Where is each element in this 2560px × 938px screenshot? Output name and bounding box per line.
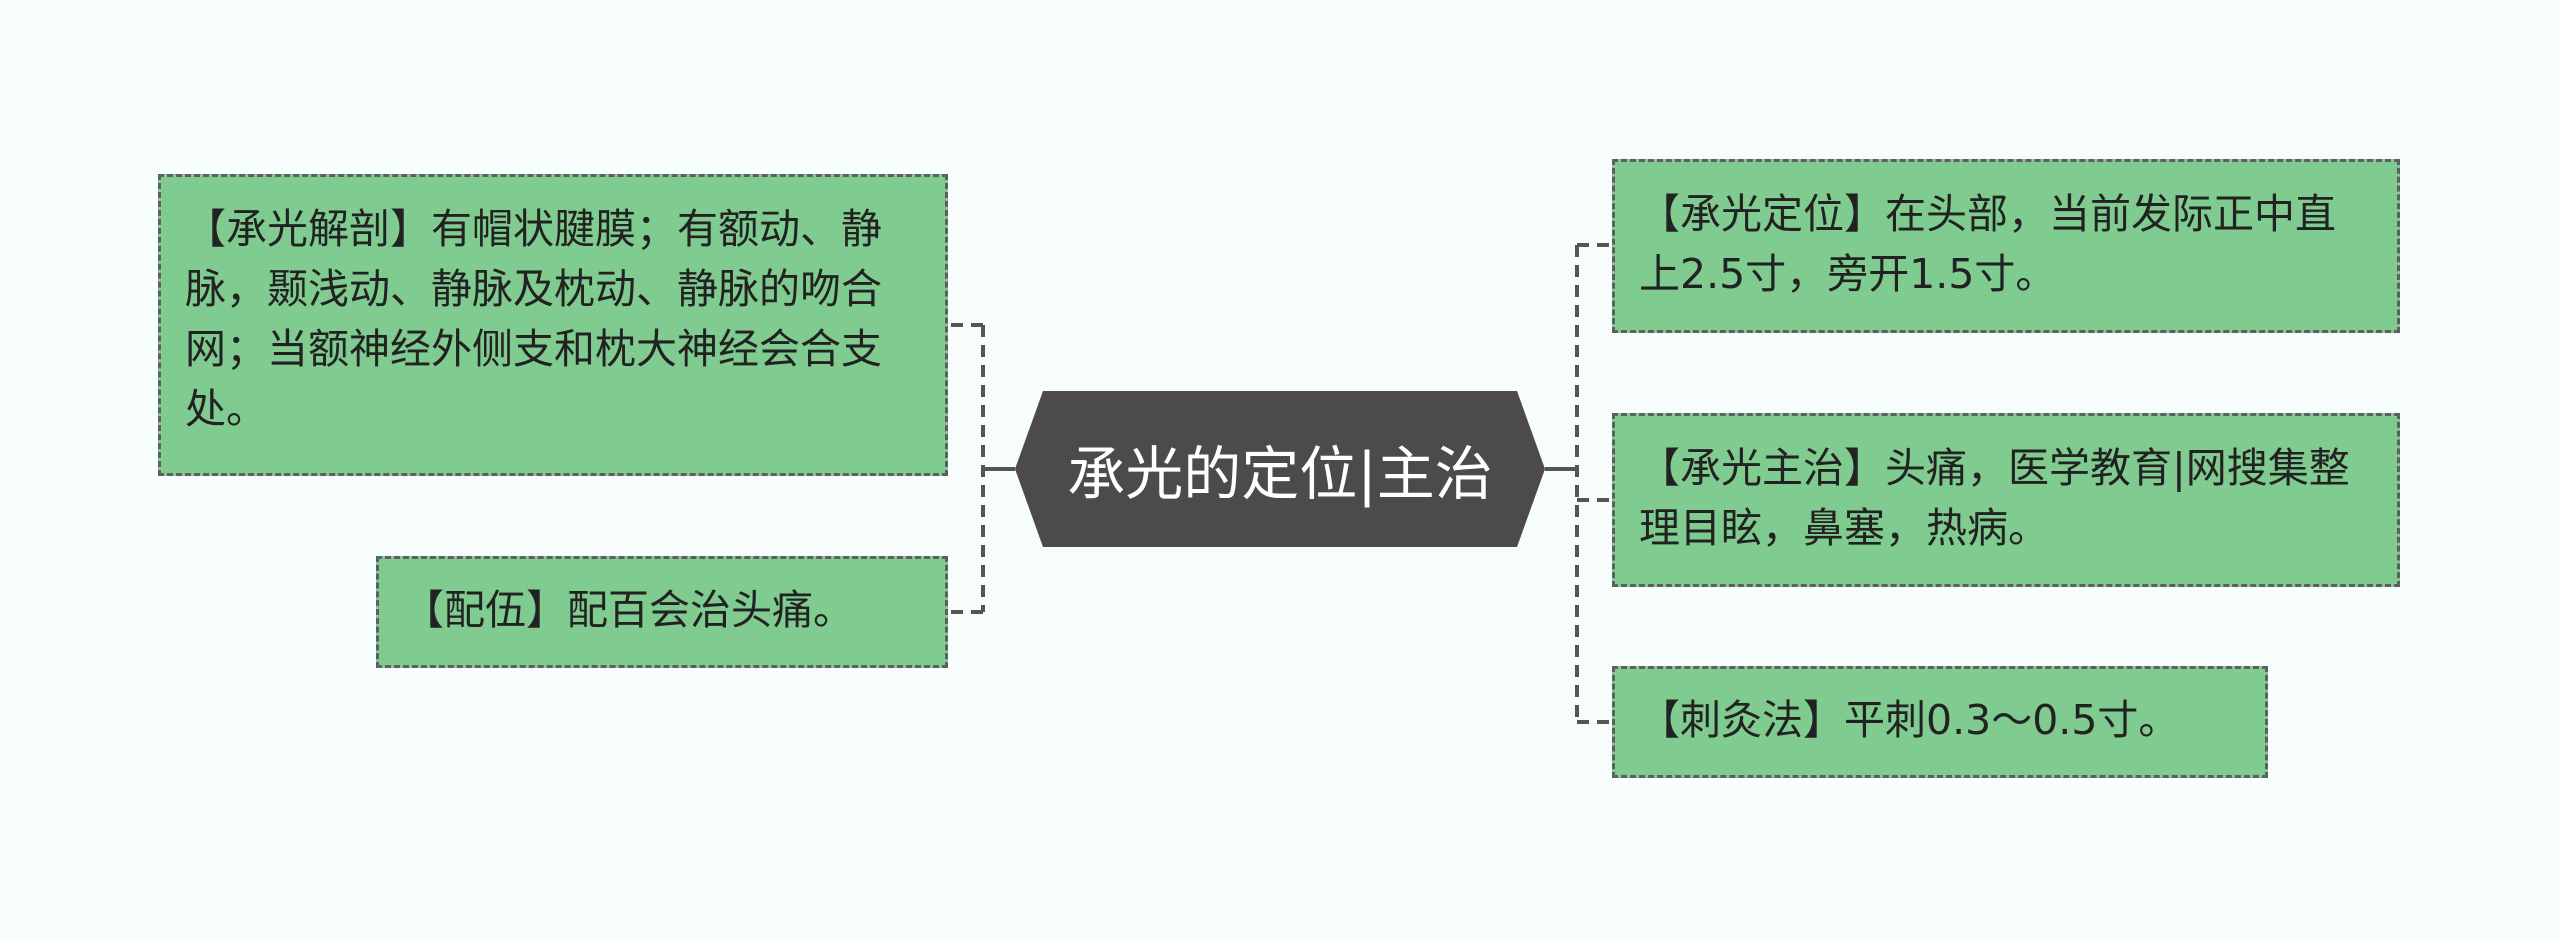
node-needling-method: 【刺灸法】平刺0.3～0.5寸。 [1612, 666, 2268, 778]
node-compatibility: 【配伍】配百会治头痛。 [376, 556, 948, 668]
node-anatomy-text: 【承光解剖】有帽状腱膜；有额动、静脉，颞浅动、静脉及枕动、静脉的吻合网；当额神经… [185, 205, 882, 433]
center-node-label: 承光的定位|主治 [1067, 440, 1493, 508]
node-needling-method-text: 【刺灸法】平刺0.3～0.5寸。 [1639, 696, 2180, 744]
node-anatomy: 【承光解剖】有帽状腱膜；有额动、静脉，颞浅动、静脉及枕动、静脉的吻合网；当额神经… [158, 174, 948, 476]
node-compatibility-text: 【配伍】配百会治头痛。 [403, 586, 854, 634]
node-location: 【承光定位】在头部，当前发际正中直上2.5寸，旁开1.5寸。 [1612, 159, 2400, 333]
node-location-text: 【承光定位】在头部，当前发际正中直上2.5寸，旁开1.5寸。 [1639, 190, 2336, 298]
node-indications-text: 【承光主治】头痛，医学教育|网搜集整理目眩，鼻塞，热病。 [1639, 444, 2350, 552]
node-indications: 【承光主治】头痛，医学教育|网搜集整理目眩，鼻塞，热病。 [1612, 413, 2400, 587]
center-node-shape [1015, 391, 1545, 547]
